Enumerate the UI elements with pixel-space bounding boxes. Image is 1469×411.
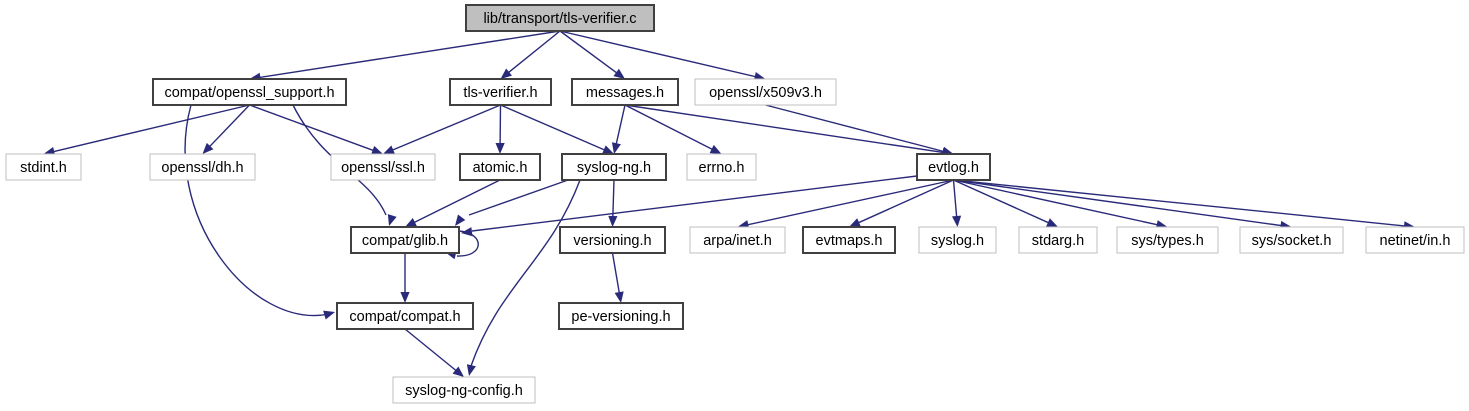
edge-arrowhead — [1046, 218, 1058, 227]
edge-arrowhead — [951, 215, 962, 227]
graph-node-openssl-x509v3-h[interactable]: openssl/x509v3.h — [694, 78, 837, 106]
edge-openssl_support_h-to-stdint_h — [45, 104, 250, 155]
graph-node-syslog-ng-config-h[interactable]: syslog-ng-config.h — [392, 376, 536, 404]
graph-node-netinet-in-h[interactable]: netinet/in.h — [1365, 226, 1465, 254]
edge-self-loop — [456, 230, 479, 257]
edge-evtlog_h-to-sys_types_h — [953, 179, 1166, 228]
node-box[interactable] — [459, 153, 541, 181]
graph-node-sys-socket-h[interactable]: sys/socket.h — [1239, 226, 1344, 254]
graph-node-messages-h[interactable]: messages.h — [571, 78, 679, 106]
node-box[interactable] — [1365, 226, 1465, 254]
edge-arrowhead — [614, 291, 624, 303]
node-box[interactable] — [350, 226, 460, 254]
edge-evtlog_h-to-sys_socket_h — [953, 179, 1290, 228]
edge-evtlog-to-glib — [471, 175, 918, 232]
edge-arrowhead — [608, 215, 618, 227]
edge-arrowhead — [613, 68, 625, 79]
graph-node-openssl-dh-h[interactable]: openssl/dh.h — [149, 153, 256, 181]
edge-openssl_support_h-to-openssl_dh_h — [203, 104, 251, 154]
graph-node-errno-h[interactable]: errno.h — [686, 153, 757, 181]
graph-node-tls-verifier-c[interactable]: lib/transport/tls-verifier.c — [465, 4, 655, 32]
graph-node-pe-versioning-h[interactable]: pe-versioning.h — [558, 302, 684, 330]
node-box[interactable] — [561, 153, 667, 181]
edge-arrowhead — [405, 217, 417, 227]
edge-tls_verifier_h-to-openssl_ssl_h — [384, 104, 501, 154]
graph-node-versioning-h[interactable]: versioning.h — [559, 226, 666, 254]
graph-node-compat-compat-h[interactable]: compat/compat.h — [336, 302, 474, 330]
edge-arrowhead — [383, 145, 395, 155]
node-box[interactable] — [336, 302, 474, 330]
edge-arrowhead — [849, 218, 861, 227]
node-layer: lib/transport/tls-verifier.c compat/opens… — [5, 4, 1465, 404]
edge-messages_h-to-errno_h — [624, 104, 721, 154]
node-box[interactable] — [5, 153, 82, 181]
edge-evtlog_h-to-arpa_inet_h — [739, 179, 954, 228]
edge-syslogng-to-glib — [468, 179, 569, 216]
graph-node-evtmaps-h[interactable]: evtmaps.h — [802, 226, 896, 254]
edge-arrowhead — [371, 145, 383, 155]
graph-node-openssl-support-h[interactable]: compat/openssl_support.h — [152, 78, 347, 106]
edge-arrowhead — [400, 292, 410, 303]
graph-node-arpa-inet-h[interactable]: arpa/inet.h — [689, 226, 786, 254]
graph-node-tls-verifier-h[interactable]: tls-verifier.h — [449, 78, 552, 106]
graph-node-syslog-h[interactable]: syslog.h — [918, 226, 997, 254]
edge-evtlog_h-to-stdarg_h — [953, 179, 1057, 227]
node-box[interactable] — [1116, 226, 1219, 254]
node-box[interactable] — [689, 226, 786, 254]
edge-tls_verifier_c-to-tls_verifier_h — [501, 30, 561, 79]
node-box[interactable] — [392, 376, 536, 404]
edge-arrowhead — [387, 214, 397, 226]
node-box[interactable] — [1239, 226, 1344, 254]
node-box[interactable] — [571, 78, 679, 106]
node-box[interactable] — [449, 78, 552, 106]
edge-arrowhead — [602, 145, 614, 154]
edge-tls_verifier_c-to-openssl_support_h — [251, 30, 561, 80]
node-box[interactable] — [330, 153, 436, 181]
edge-openssl_x509v3_h-to-evtlog_h — [765, 104, 952, 155]
graph-node-openssl-ssl-h[interactable]: openssl/ssl.h — [330, 153, 436, 181]
node-box[interactable] — [918, 226, 997, 254]
node-box[interactable] — [1018, 226, 1098, 254]
node-box[interactable] — [149, 153, 256, 181]
edge-arrowhead — [611, 142, 621, 154]
graph-node-stdint-h[interactable]: stdint.h — [5, 153, 82, 181]
graph-node-sys-types-h[interactable]: sys/types.h — [1116, 226, 1219, 254]
node-box[interactable] — [152, 78, 347, 106]
edge-arrowhead — [466, 364, 476, 376]
edge-tls_verifier_h-to-syslog_ng_h — [500, 104, 613, 154]
edge-atomic_h-to-compat_glib_h — [406, 179, 501, 227]
edge-openssl_support_h-to-openssl_ssl_h — [249, 104, 382, 154]
edge-tls_verifier_c-to-messages_h — [559, 30, 624, 79]
edge-compat_compat_h-to-syslog_ng_config_h — [404, 328, 463, 377]
edge-evtlog_h-to-netinet_in_h — [953, 179, 1414, 228]
edge-arrowhead — [202, 142, 214, 154]
node-box[interactable] — [559, 226, 666, 254]
edge-layer — [43, 30, 1415, 377]
edge-arrowhead — [709, 144, 722, 154]
edge-evtlog_h-to-evtmaps_h — [850, 179, 954, 227]
edge-arrowhead — [495, 142, 505, 154]
graph-node-compat-glib-h[interactable]: compat/glib.h — [350, 226, 460, 254]
edge-openssl-support-to-compat — [184, 104, 330, 317]
node-box[interactable] — [694, 78, 837, 106]
node-box[interactable] — [558, 302, 684, 330]
graph-node-syslog-ng-h[interactable]: syslog-ng.h — [561, 153, 667, 181]
graph-node-atomic-h[interactable]: atomic.h — [459, 153, 541, 181]
edge-syslogng-to-config — [470, 179, 581, 367]
edge-arrowhead — [500, 68, 512, 79]
edge-messages_h-to-evtlog_h — [624, 104, 952, 155]
node-box[interactable] — [916, 153, 991, 181]
graph-node-evtlog-h[interactable]: evtlog.h — [916, 153, 991, 181]
edge-tls_verifier_c-to-openssl_x509v3_h — [559, 30, 764, 80]
node-box[interactable] — [686, 153, 757, 181]
graph-node-stdarg-h[interactable]: stdarg.h — [1018, 226, 1098, 254]
edge-arrowhead — [452, 366, 464, 377]
node-box[interactable] — [802, 226, 896, 254]
node-box[interactable] — [465, 4, 655, 32]
edge-arrowhead — [455, 214, 466, 226]
edge-arrowhead — [323, 310, 335, 320]
